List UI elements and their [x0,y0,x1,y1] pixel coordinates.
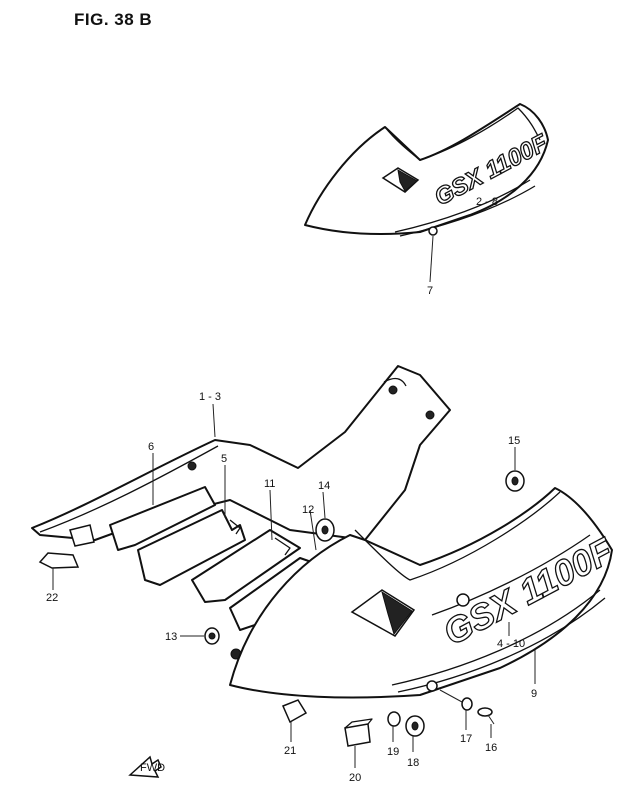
front-arrow-icon: FWD [128,755,165,778]
grommet-13 [204,627,220,645]
collar-19 [387,711,401,727]
panel-6 [109,486,216,551]
svg-text:16: 16 [485,742,497,754]
svg-text:21: 21 [284,745,296,757]
callout-13: 13 [165,631,204,643]
callout-15: 15 [508,435,520,470]
callout-12: 12 [302,504,317,551]
front-arrow-label: FWD [140,762,165,774]
callout-16: 16 [485,724,497,754]
svg-text:1 - 3: 1 - 3 [199,391,221,403]
svg-text:19: 19 [387,746,399,758]
svg-text:12: 12 [302,504,314,516]
svg-text:5: 5 [221,453,227,465]
grommet-15 [505,470,525,492]
callout-2-8: 2 - 8 [476,196,498,208]
callout-21: 21 [284,722,296,757]
svg-text:7: 7 [427,285,433,297]
svg-text:6: 6 [148,441,154,453]
callout-4-10: 4 - 10 [497,622,525,650]
svg-text:13: 13 [165,631,177,643]
grommet-18 [405,715,425,737]
callout-18: 18 [407,736,419,769]
svg-text:22: 22 [46,592,58,604]
callout-20: 20 [349,746,361,784]
washer-17 [461,697,473,711]
callout-6: 6 [148,441,154,505]
svg-text:20: 20 [349,772,361,784]
callout-7: 7 [427,235,434,297]
callout-14: 14 [318,480,330,519]
svg-text:9: 9 [531,688,537,700]
callout-9: 9 [531,650,537,700]
callout-22: 22 [46,568,58,604]
svg-text:14: 14 [318,480,330,492]
callout-17: 17 [439,689,472,745]
panel-11 [191,529,301,603]
callout-1-3: 1 - 3 [199,391,221,438]
svg-text:17: 17 [460,733,472,745]
cushion-20 [344,718,373,747]
svg-text:2 - 8: 2 - 8 [476,196,498,208]
svg-text:15: 15 [508,435,520,447]
svg-text:4 - 10: 4 - 10 [497,638,525,650]
screw-16 [477,707,495,725]
frame-cover-large: GSX 1100F [229,487,621,699]
grommet-14 [315,518,335,542]
panel-5 [137,509,246,586]
svg-text:18: 18 [407,757,419,769]
callout-5: 5 [221,453,227,518]
clip-22 [38,552,80,569]
frame-cover-inner [31,365,451,547]
side-cover-small: GSX 1100F [304,103,554,237]
cushion-21 [282,699,308,724]
figure-title: FIG. 38 B [74,10,153,29]
callout-11: 11 [264,478,275,541]
svg-text:11: 11 [264,478,275,490]
callout-19: 19 [387,726,399,758]
